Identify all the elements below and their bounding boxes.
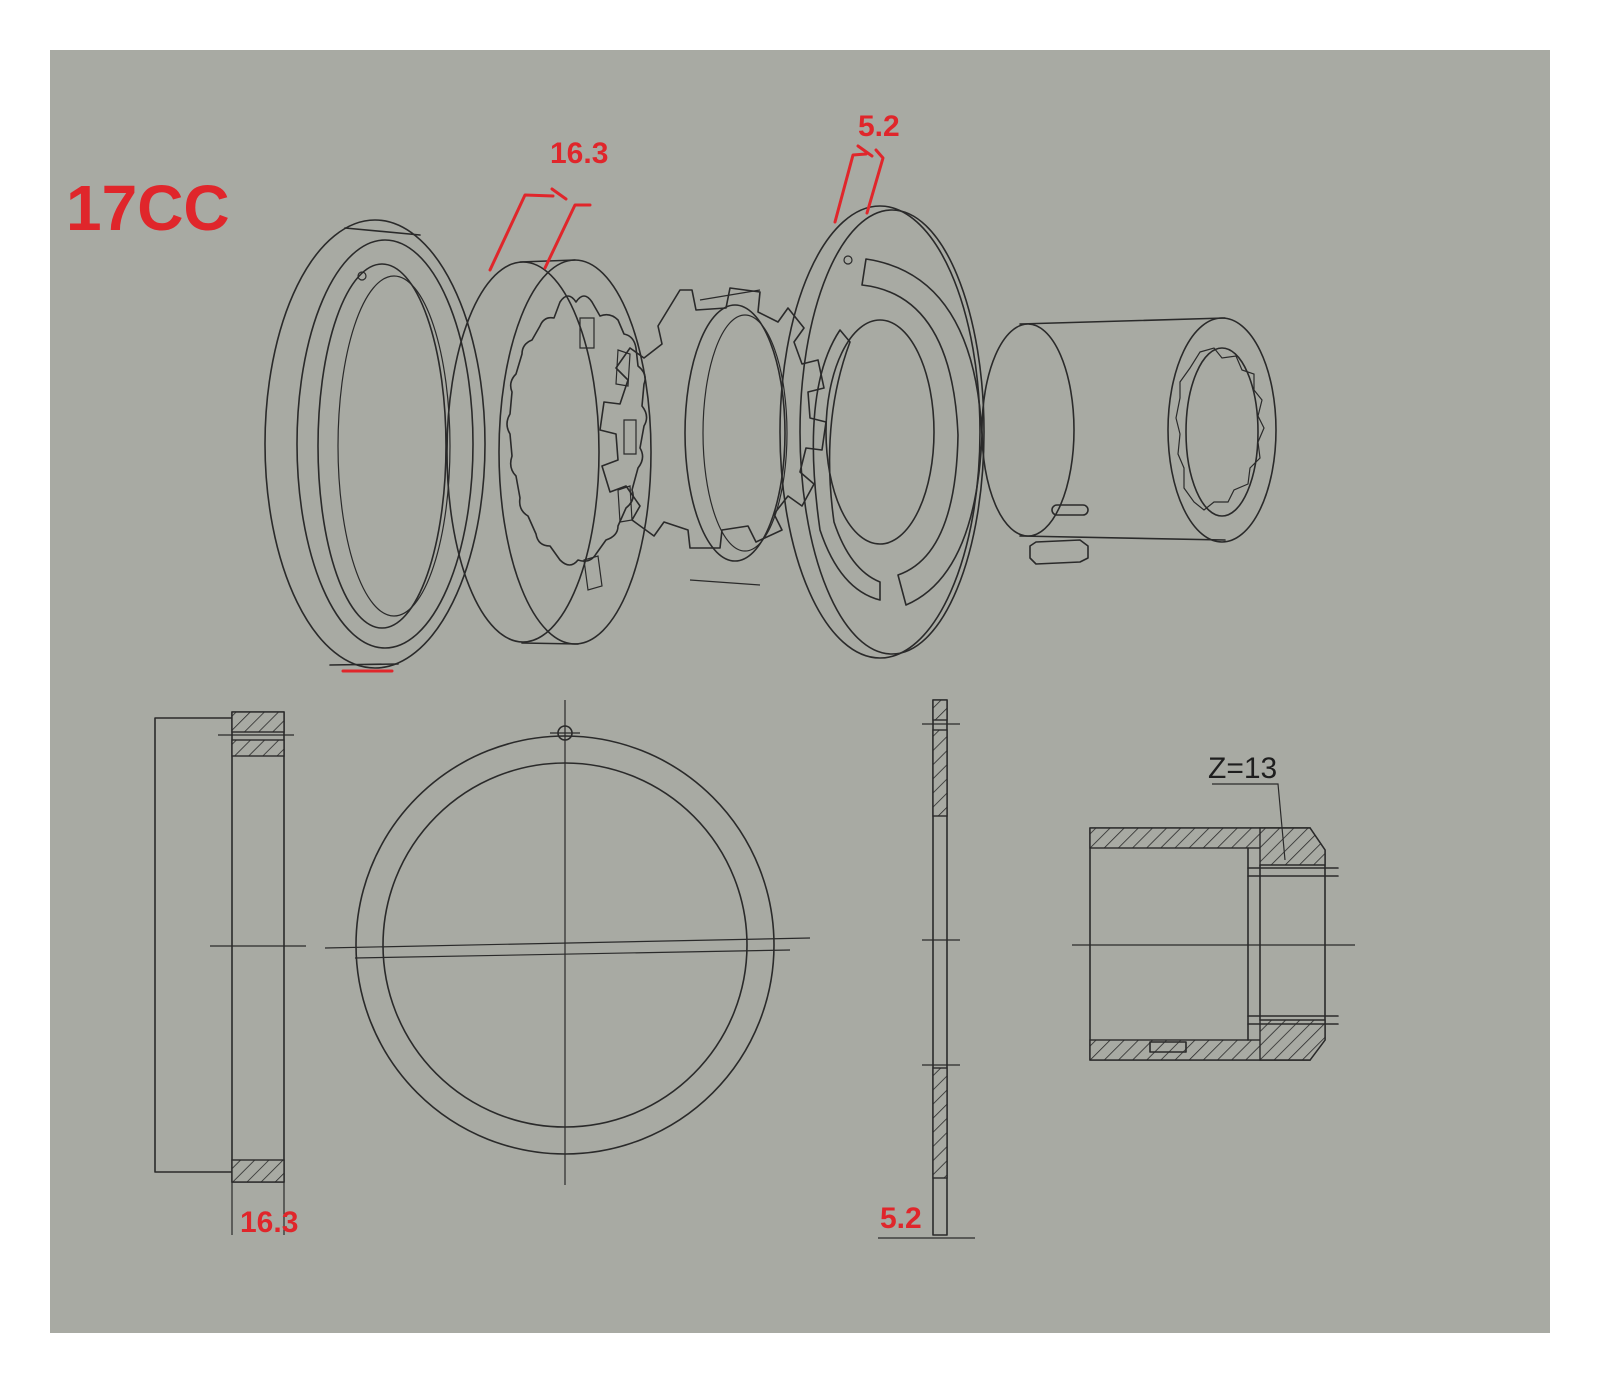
dim-ring-width-top: 16.3 [488,137,608,272]
ring-section-view [154,711,306,1235]
port-plate-iso [779,205,985,659]
internal-gear-ring-iso [446,259,652,645]
outer-ring-iso [264,219,486,669]
dim-label-ring-width-top: 16.3 [550,137,608,170]
dim-label-plate-thickness-bottom: 5.2 [880,1202,922,1235]
dim-label-plate-thickness-top: 5.2 [858,110,900,143]
spline-teeth-label: Z=13 [1208,752,1277,785]
dim-label-ring-width-bottom: 16.3 [240,1206,298,1239]
drawing-sheet [50,50,1550,1333]
sleeve-section-view [1072,783,1355,1061]
dim-plate-thickness-top: 5.2 [833,110,900,224]
external-gear-iso [599,287,827,586]
model-label: 17CC [66,172,230,244]
splined-sleeve-iso [981,317,1277,565]
ring-front-view [324,700,811,1185]
plate-edge-view [878,699,975,1239]
